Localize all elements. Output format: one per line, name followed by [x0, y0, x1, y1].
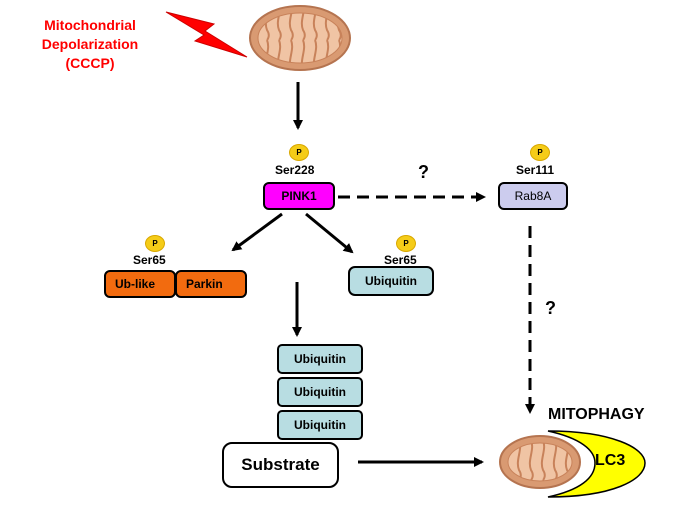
- parkin-box: Parkin: [175, 270, 247, 298]
- mitochondrion-icon: [249, 5, 351, 71]
- substrate-box: Substrate: [222, 442, 339, 488]
- ubiquitin-phospho-badge: P: [396, 235, 416, 252]
- depolarization-line-1: Mitochondrial: [44, 17, 136, 33]
- depolarization-label: Mitochondrial Depolarization (CCCP): [30, 16, 150, 73]
- ubiquitin-chain-1: Ubiquitin: [277, 344, 363, 374]
- phospho-ubiquitin-box: Ubiquitin: [348, 266, 434, 296]
- rab8a-box: Rab8A: [498, 182, 568, 210]
- parkin-phospho-badge: P: [145, 235, 165, 252]
- mitophagy-mitochondrion-icon: [499, 430, 646, 498]
- unknown-mark-vertical: ?: [545, 298, 556, 318]
- mitophagy-label: MITOPHAGY: [548, 406, 645, 423]
- lc3-label: LC3: [595, 452, 626, 469]
- rab8a-phospho-badge: P: [530, 144, 550, 161]
- unknown-mark-horizontal: ?: [418, 162, 429, 182]
- rab8a-site-label: Ser111: [516, 163, 555, 177]
- depolarization-line-2: Depolarization: [41, 36, 139, 52]
- parkin-site-label: Ser65: [133, 253, 166, 267]
- ubiquitin-site-label: Ser65: [384, 253, 417, 267]
- parkin-ubl-domain: Ub-like: [104, 270, 176, 298]
- depolarization-line-3: (CCCP): [65, 55, 115, 71]
- lightning-bolt-icon: [165, 11, 248, 58]
- pink1-phospho-badge: P: [289, 144, 309, 161]
- arrow-pink1-to-ubiquitin: [305, 212, 354, 254]
- ubiquitin-chain-3: Ubiquitin: [277, 410, 363, 440]
- ubiquitin-chain-2: Ubiquitin: [277, 377, 363, 407]
- pink1-box: PINK1: [263, 182, 335, 210]
- arrow-pink1-to-parkin: [231, 212, 283, 252]
- lc3-crescent-icon: [547, 430, 646, 498]
- pink1-site-label: Ser228: [275, 163, 315, 177]
